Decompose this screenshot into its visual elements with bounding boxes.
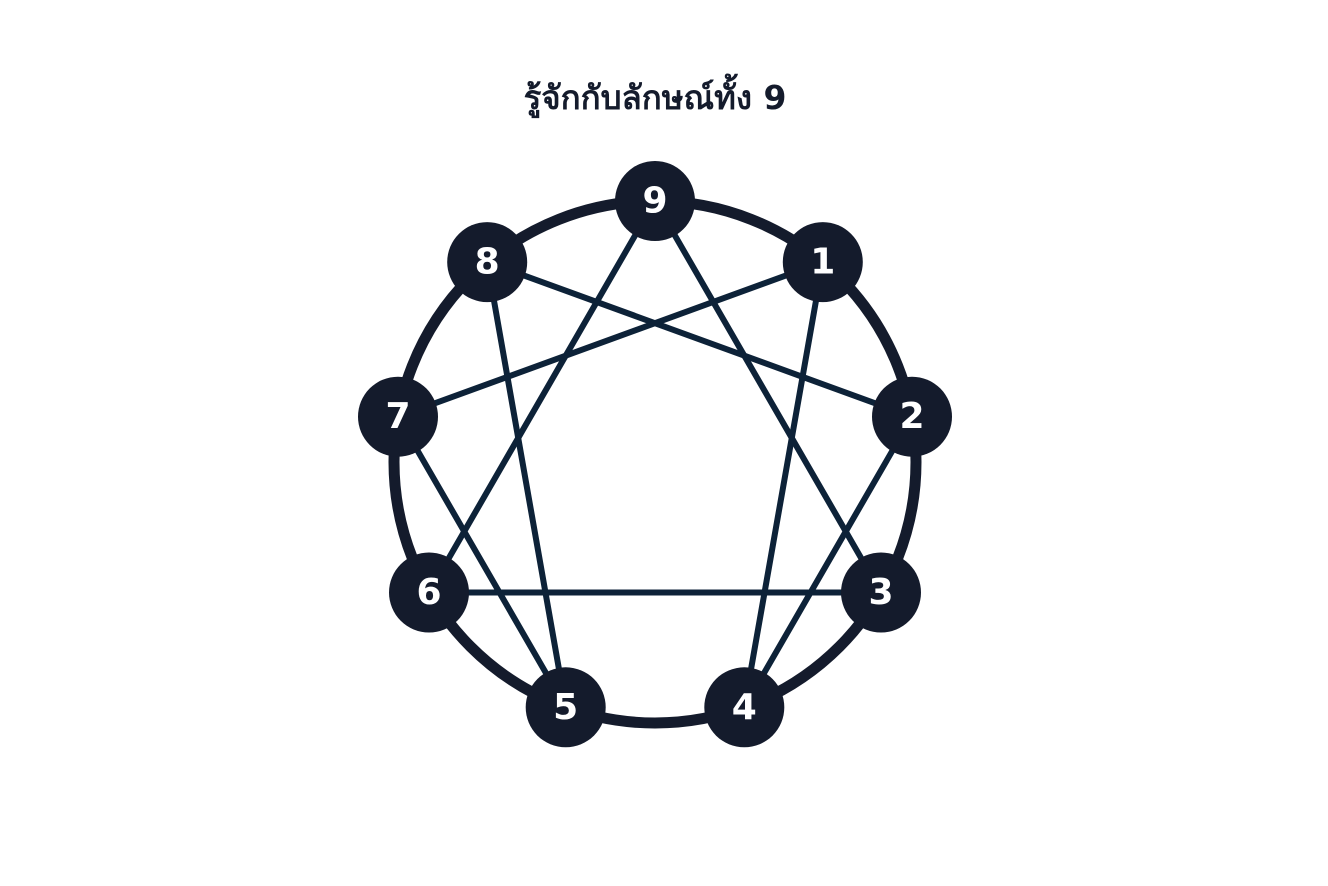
node-label-3: 3: [868, 572, 893, 613]
node-label-7: 7: [385, 396, 410, 437]
node-label-2: 2: [899, 396, 924, 437]
node-circle-8: [447, 222, 528, 303]
node-7: 7: [358, 376, 438, 457]
connection-line-2-8: [484, 259, 915, 420]
node-2: 2: [872, 376, 952, 457]
node-circle-2: [872, 376, 952, 457]
node-6: 6: [389, 552, 469, 633]
node-4: 4: [704, 667, 785, 748]
node-9: 9: [615, 161, 695, 241]
node-circle-7: [358, 376, 438, 457]
connection-line-9-3: [652, 198, 884, 596]
node-3: 3: [841, 552, 921, 633]
connection-line-5-7: [395, 413, 569, 711]
connection-line-1-4: [741, 259, 826, 711]
connection-line-8-5: [484, 259, 569, 711]
page-title: รู้จักกับลักษณ์ทั้ง 9: [523, 78, 787, 117]
node-label-6: 6: [416, 572, 441, 613]
node-circle-1: [782, 222, 863, 303]
node-label-1: 1: [810, 242, 835, 283]
node-circle-9: [615, 161, 695, 241]
node-circle-5: [525, 667, 606, 748]
node-5: 5: [525, 667, 606, 748]
node-circle-4: [704, 667, 785, 748]
node-label-4: 4: [732, 687, 757, 728]
node-label-5: 5: [553, 687, 578, 728]
node-circle-3: [841, 552, 921, 633]
nodes: 9 1 2 3 4 5 6 7 8: [358, 161, 952, 748]
node-circle-6: [389, 552, 469, 633]
connection-line-4-2: [741, 413, 915, 711]
connection-lines: [395, 198, 915, 711]
connection-line-6-9: [426, 198, 658, 596]
node-1: 1: [782, 222, 863, 303]
node-8: 8: [447, 222, 528, 303]
node-label-8: 8: [475, 242, 500, 283]
connection-line-7-1: [395, 259, 826, 420]
node-label-9: 9: [642, 181, 667, 222]
